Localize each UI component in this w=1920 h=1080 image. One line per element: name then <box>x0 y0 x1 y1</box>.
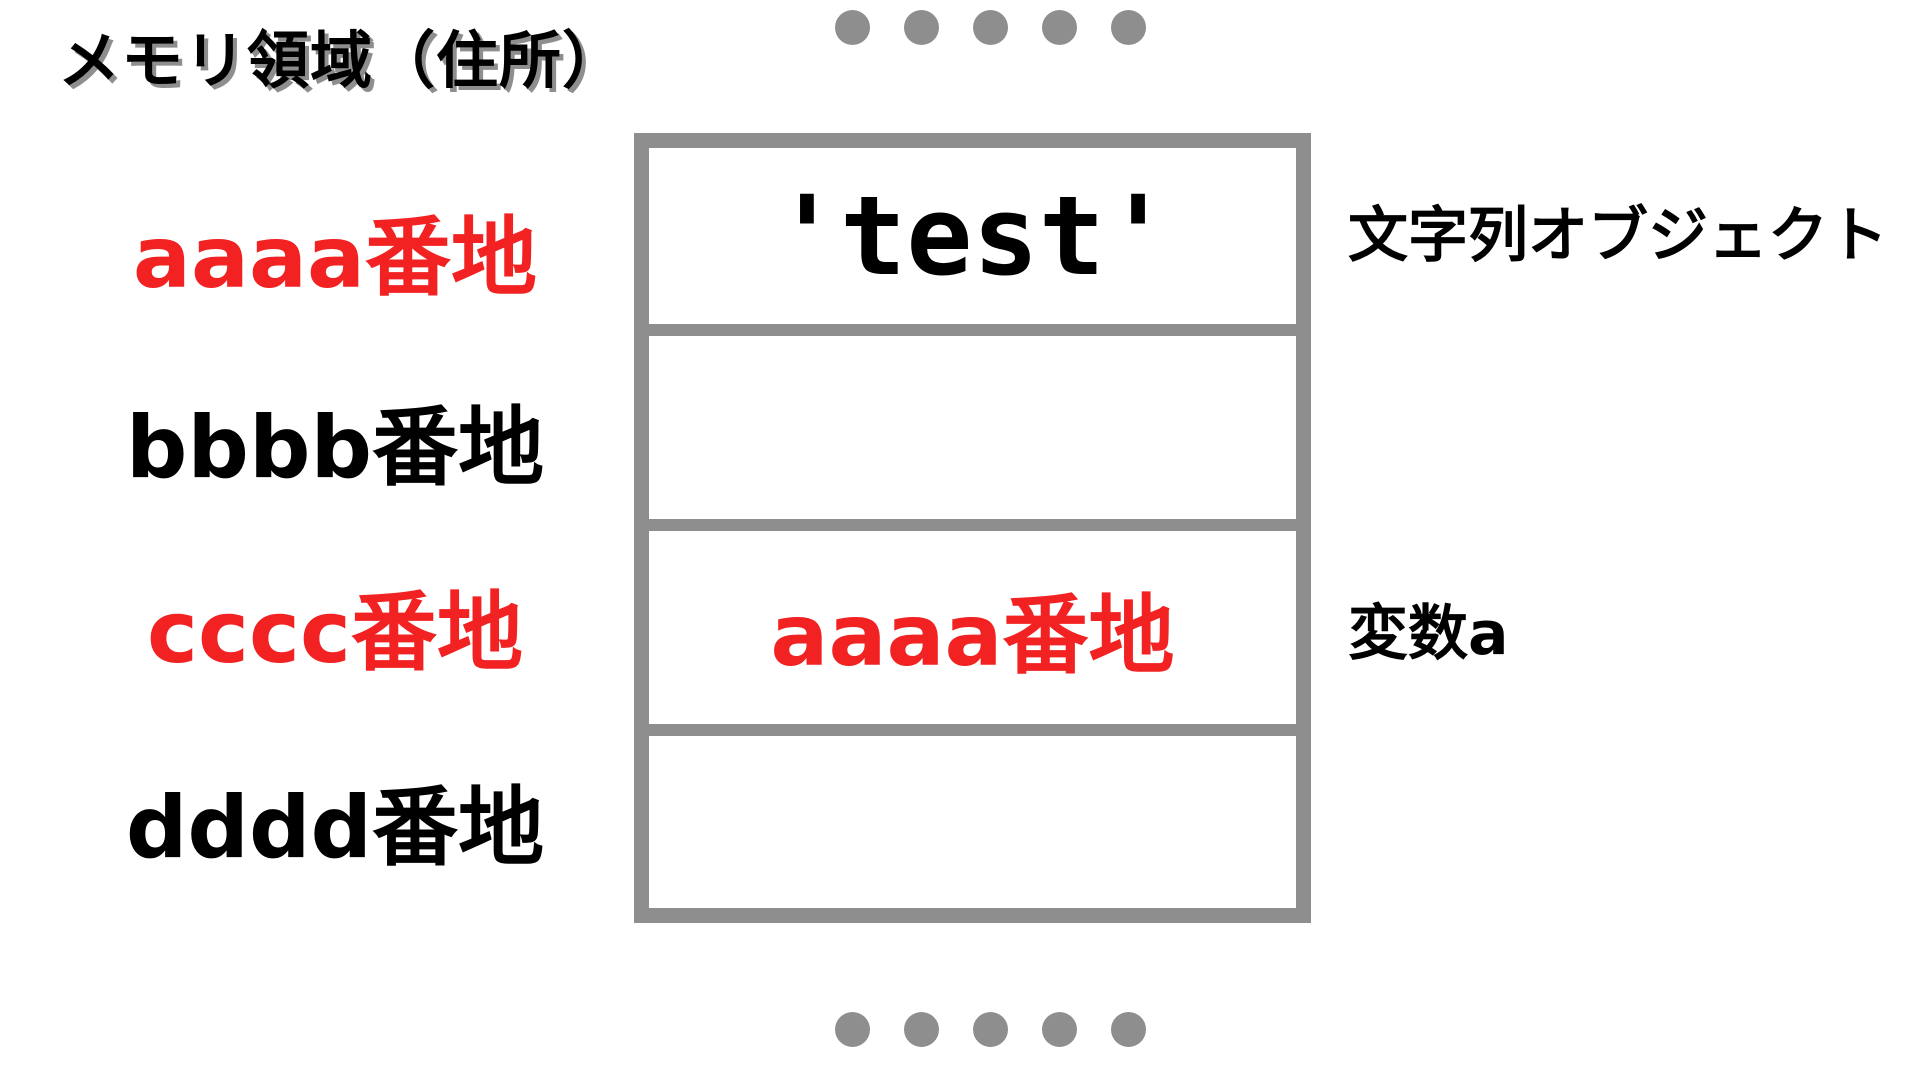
ellipsis-dot <box>973 10 1008 45</box>
memory-cell <box>649 336 1296 531</box>
memory-block: 'test' aaaa番地 <box>634 133 1311 923</box>
ellipsis-dot <box>1042 10 1077 45</box>
ellipsis-dot <box>1111 1012 1146 1047</box>
memory-cell-content: aaaa番地 <box>770 586 1175 686</box>
annotation-string-object: 文字列オブジェクト <box>1348 201 1888 271</box>
ellipsis-dot <box>1042 1012 1077 1047</box>
ellipsis-dot <box>1111 10 1146 45</box>
memory-cell <box>649 736 1296 908</box>
ellipsis-top <box>835 10 1146 45</box>
address-label-aaaa: aaaa番地 <box>132 208 538 308</box>
memory-cell-content: 'test' <box>773 172 1172 300</box>
address-label-dddd: dddd番地 <box>125 778 545 878</box>
ellipsis-dot <box>904 1012 939 1047</box>
ellipsis-dot <box>973 1012 1008 1047</box>
address-label-cccc: cccc番地 <box>147 583 523 683</box>
ellipsis-bottom <box>835 1012 1146 1047</box>
address-label-bbbb: bbbb番地 <box>125 398 545 498</box>
ellipsis-dot <box>904 10 939 45</box>
diagram-title: メモリ領域（住所） <box>58 24 626 97</box>
memory-cell: aaaa番地 <box>649 531 1296 736</box>
annotation-variable-a: 変数a <box>1348 599 1509 669</box>
ellipsis-dot <box>835 1012 870 1047</box>
ellipsis-dot <box>835 10 870 45</box>
memory-cell: 'test' <box>649 148 1296 336</box>
